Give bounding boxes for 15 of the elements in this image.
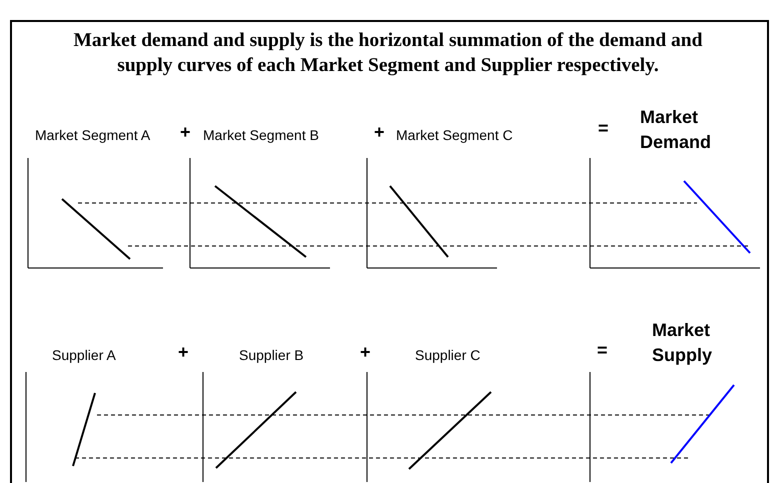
chart-label: Supplier C (415, 347, 480, 364)
chart-label: Market Supply (652, 319, 714, 367)
equals-sign: = (597, 342, 608, 359)
chart-label: Supplier B (239, 347, 304, 364)
plus-sign: + (180, 124, 191, 141)
plus-sign: + (178, 344, 189, 361)
title-text: Market demand and supply is the horizontal summation of the demand and supply curves of each Market Segment and Supplier respectively. (72, 29, 704, 78)
chart-label: Market Segment C (396, 127, 513, 144)
equals-sign: = (598, 120, 609, 137)
chart-label: Market Segment A (35, 127, 150, 144)
chart-label: Market Demand (640, 106, 712, 154)
plus-sign: + (374, 124, 385, 141)
chart-label: Market Segment B (203, 127, 319, 144)
plus-sign: + (360, 344, 371, 361)
chart-label: Supplier A (52, 347, 116, 364)
